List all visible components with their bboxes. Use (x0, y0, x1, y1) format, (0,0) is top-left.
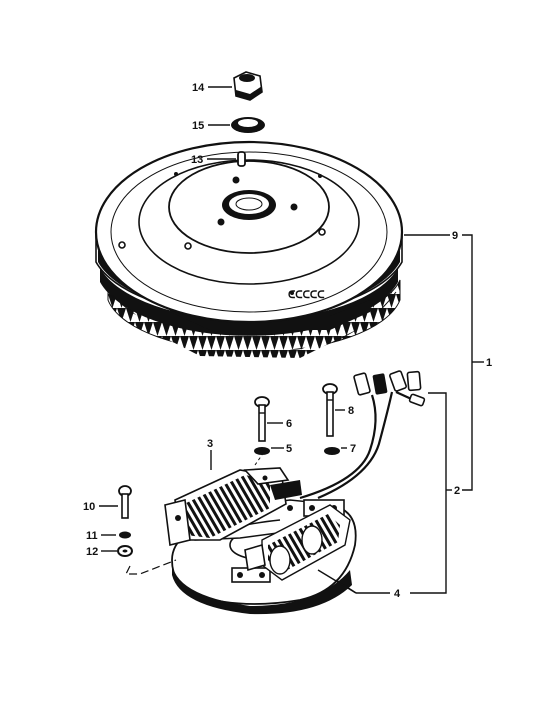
woodruff-key-part-13 (237, 151, 246, 167)
callout-15: 15 (192, 120, 204, 132)
ignition-coil-part-3 (164, 467, 302, 546)
washer-part-5 (254, 447, 270, 455)
screw-part-8 (322, 383, 338, 437)
callout-labels: 14 15 13 9 1 6 8 5 7 3 2 10 11 12 4 (83, 82, 492, 600)
callout-14: 14 (192, 82, 205, 94)
callout-13: 13 (191, 154, 203, 166)
washer-part-15 (231, 117, 265, 133)
callout-8: 8 (348, 405, 354, 417)
callout-1: 1 (486, 357, 492, 369)
magnet-marks: ᑕᑕᑕᑕᑕ (288, 290, 325, 301)
callout-3: 3 (207, 438, 213, 450)
flywheel-part-9: ᑕᑕᑕᑕᑕ (94, 140, 404, 358)
callout-12: 12 (86, 546, 98, 558)
callout-9: 9 (452, 230, 458, 242)
callout-6: 6 (286, 418, 292, 430)
callout-4: 4 (394, 588, 401, 600)
leader-lines (99, 86, 484, 594)
washer-part-11 (119, 531, 131, 539)
callout-10: 10 (83, 501, 95, 513)
callout-2: 2 (454, 485, 460, 497)
screw-part-6 (254, 396, 270, 442)
callout-7: 7 (350, 443, 356, 455)
wire-connectors (353, 370, 426, 407)
svg-text:ᑕᑕᑕᑕᑕ: ᑕᑕᑕᑕᑕ (288, 290, 325, 301)
lock-washer-part-12 (117, 545, 133, 557)
callout-11: 11 (86, 530, 98, 542)
screw-part-10 (118, 485, 132, 519)
nut-part-14 (233, 71, 263, 101)
washer-part-7 (324, 447, 340, 455)
charge-coils-part-4 (244, 504, 351, 581)
callout-5: 5 (286, 443, 292, 455)
